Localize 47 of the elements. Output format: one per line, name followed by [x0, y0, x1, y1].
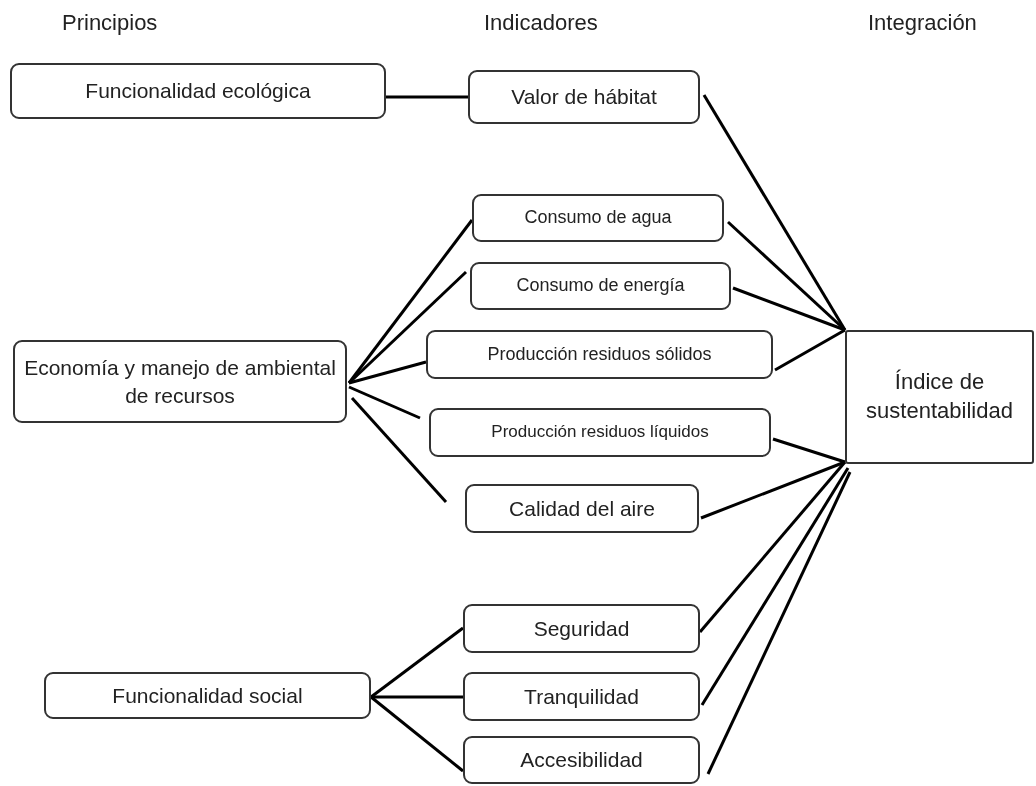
- connector-line: [371, 695, 463, 699]
- node-text: Accesibilidad: [520, 747, 643, 774]
- heading-label: Indicadores: [484, 10, 598, 36]
- node-text: Calidad del aire: [509, 495, 655, 522]
- node-text: Índice de sustentabilidad: [865, 368, 1014, 425]
- heading-label: Integración: [868, 10, 977, 36]
- node-text: Consumo de agua: [524, 206, 672, 230]
- process-box: [13, 340, 347, 423]
- node-text: Funcionalidad ecológica: [85, 78, 311, 105]
- node-text: Funcionalidad social: [112, 682, 303, 709]
- process-box: [472, 194, 724, 242]
- process-box: [463, 736, 700, 784]
- process-box: [465, 484, 699, 533]
- connector-line: [698, 461, 847, 633]
- connector-line: [348, 385, 421, 420]
- process-box: [429, 408, 771, 457]
- node-text: Seguridad: [533, 615, 630, 642]
- connector-line: [347, 270, 468, 385]
- connector-line: [700, 460, 846, 520]
- process-box: [44, 672, 371, 719]
- connector-line: [350, 397, 448, 503]
- heading-label: Principios: [62, 10, 158, 36]
- connector-line: [772, 437, 846, 464]
- node-text: Valor de hábitat: [511, 84, 657, 111]
- connector-line: [727, 220, 846, 332]
- connector-line: [702, 94, 847, 331]
- node-text: Tranquilidad: [524, 683, 639, 710]
- connector-line: [386, 95, 468, 99]
- process-box: [463, 672, 700, 721]
- connector-line: [774, 328, 846, 372]
- node-text: Consumo de energía: [516, 274, 685, 298]
- process-box: [845, 330, 1034, 464]
- process-box: [426, 330, 773, 379]
- connector-line: [347, 219, 474, 384]
- connector-line: [370, 626, 464, 699]
- connector-line: [700, 467, 850, 706]
- connector-line: [706, 471, 852, 775]
- node-text: Producción residuos sólidos: [487, 342, 712, 366]
- connector-line: [370, 695, 464, 773]
- process-box: [10, 63, 386, 119]
- connector-line: [348, 360, 427, 385]
- node-text: Economía y manejo de ambiental de recursos: [23, 355, 337, 409]
- process-box: [463, 604, 700, 653]
- process-box: [470, 262, 731, 310]
- process-box: [468, 70, 700, 124]
- connector-line: [732, 286, 846, 332]
- node-text: Producción residuos líquidos: [491, 421, 709, 444]
